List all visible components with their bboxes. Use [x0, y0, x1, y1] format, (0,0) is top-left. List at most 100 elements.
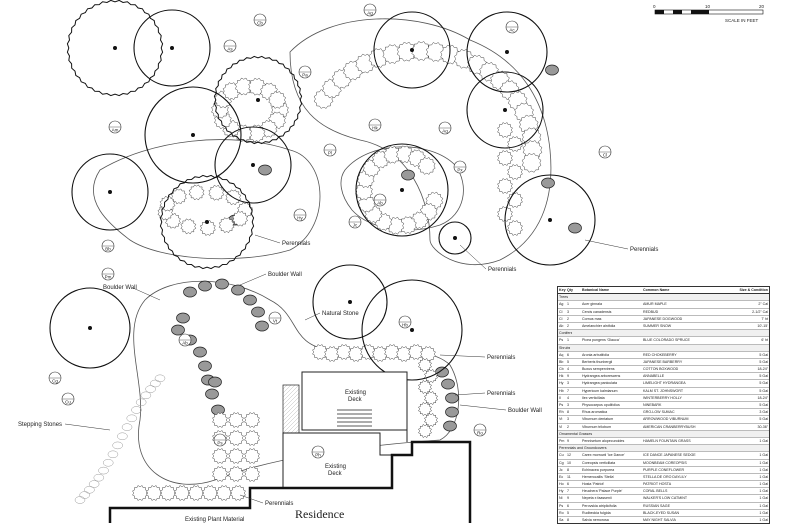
plant-schedule-cell: JAPANESE DOGWOOD — [643, 316, 683, 321]
tree-trunk — [548, 218, 552, 222]
boulder — [541, 177, 555, 189]
plant-schedule-cell: Rh — [559, 410, 564, 415]
plant-schedule-cell: Rudbeckia fulgida — [582, 510, 611, 515]
tree-outline — [355, 143, 449, 237]
tree-trunk — [256, 98, 260, 102]
plant-schedule-cell: Ec — [559, 474, 564, 479]
boulder — [445, 406, 459, 418]
stepping-stone — [93, 473, 105, 482]
plant-schedule-cell: Hypericum kalmianum — [582, 388, 618, 393]
tree-outline — [213, 55, 303, 145]
plant-key-tag: Ag — [363, 3, 377, 17]
plant-key-tag: Vt — [268, 311, 282, 325]
plant-schedule-cell: Bb — [559, 359, 564, 364]
stepping-stone — [112, 441, 123, 450]
plant-schedule-cell: 8 — [567, 467, 569, 472]
plant-schedule-cell: ANNABELLE — [643, 374, 665, 379]
plant-schedule-cell: 5 — [567, 359, 569, 364]
plant-schedule-cell: ICE DANCE JAPANESE SEDGE — [643, 453, 696, 458]
boulder — [198, 360, 212, 372]
existing-deck-lower — [282, 432, 393, 489]
plant-schedule-cell: AMERICAN CRANBERRYBUSH — [643, 424, 696, 429]
plant-schedule-cell: Il — [559, 395, 561, 400]
boulder — [251, 306, 265, 318]
shrub — [132, 485, 148, 501]
plant-schedule-cell: KALM ST. JOHNSWORT — [643, 388, 684, 393]
shrub — [372, 346, 388, 362]
boulder — [198, 280, 212, 292]
header-qty: Qty — [567, 288, 573, 292]
tree-canopy — [355, 143, 449, 237]
plant-schedule-cell: 7' ht — [761, 316, 768, 321]
shrub — [188, 485, 204, 501]
perennials-label-6: Perennials — [265, 501, 293, 507]
plant-schedule-cell: Salvia nemorosa — [582, 518, 609, 522]
tree-canopy — [466, 11, 548, 93]
plant-schedule-category: Trees — [558, 294, 769, 302]
plant-schedule-cell: Nepeta x faassenii — [582, 496, 612, 501]
plant-schedule-cell: JAPANESE BARBERRY — [643, 359, 683, 364]
plant-key-tag: Ac — [505, 20, 519, 34]
boulder — [255, 320, 269, 332]
plant-schedule-cell: Viburnum dentatum — [582, 417, 614, 422]
plant-schedule-cell: Hb — [559, 388, 564, 393]
plant-key-tag: Cb — [253, 13, 267, 27]
boulder — [443, 420, 457, 432]
plant-schedule-cell: 18-24" — [757, 367, 768, 372]
stepping-stone — [121, 423, 133, 431]
shrub — [408, 344, 424, 360]
plant-key-tag: Hy — [293, 208, 307, 222]
boulder — [441, 378, 455, 390]
plant-key-code: Hy — [297, 216, 303, 221]
plant-key-tags: AgCbAsPaHkAqAmPlAbHyJcClPxPmBbCgCuVtHbRo… — [48, 3, 612, 459]
plant-key-tag: Cl — [598, 145, 612, 159]
plant-schedule-cell: WINTERBERRY HOLLY — [643, 395, 682, 400]
stepping-stone — [145, 385, 156, 393]
plant-schedule-cell: Vi — [559, 424, 563, 429]
shrub — [218, 217, 235, 234]
header-size: Size & Condition — [739, 288, 768, 292]
tree-outline — [214, 126, 292, 204]
shrub — [202, 485, 218, 501]
plant-key-code: Ph — [315, 453, 321, 458]
plant-schedule-cell: Pennisetum alopecuroides — [582, 438, 625, 443]
shrub — [396, 346, 412, 362]
header-common: Common Name — [643, 288, 670, 292]
plant-schedule-cell: PURPLE CONEFLOWER — [643, 467, 685, 472]
shrub — [232, 210, 248, 227]
shrub — [228, 466, 244, 482]
plant-schedule-cell: 9 — [567, 374, 569, 379]
planting-bed-outline-island — [340, 146, 464, 231]
tree-canopy — [133, 9, 211, 87]
shrub — [212, 448, 228, 464]
tree-canopy — [159, 174, 255, 270]
shrub — [170, 188, 187, 205]
plant-schedule-cell: BLUE COLORADO SPRUCE — [643, 338, 690, 343]
plant-key-tag: Ab — [373, 193, 387, 207]
plant-key-code: Ac — [509, 28, 515, 33]
shrub — [268, 91, 287, 109]
header-key: Key — [559, 288, 566, 292]
plant-schedule-cell: 6 — [567, 352, 569, 357]
tree-canopy — [504, 174, 596, 266]
boulder — [205, 388, 219, 400]
plant-schedule-cell: Perovskia atriplicifolia — [582, 503, 617, 508]
shrub — [174, 485, 190, 501]
plant-schedule-cell: CORAL BELLS — [643, 489, 668, 494]
plant-schedule-cell: 7 — [567, 489, 569, 494]
shrub — [228, 430, 244, 446]
shrub — [234, 77, 253, 96]
stepping-stone — [88, 480, 100, 488]
tree-outline — [159, 174, 255, 270]
plant-schedule-cell: Ps — [559, 338, 564, 343]
shrub — [324, 346, 340, 362]
tree-canopy — [49, 287, 131, 369]
